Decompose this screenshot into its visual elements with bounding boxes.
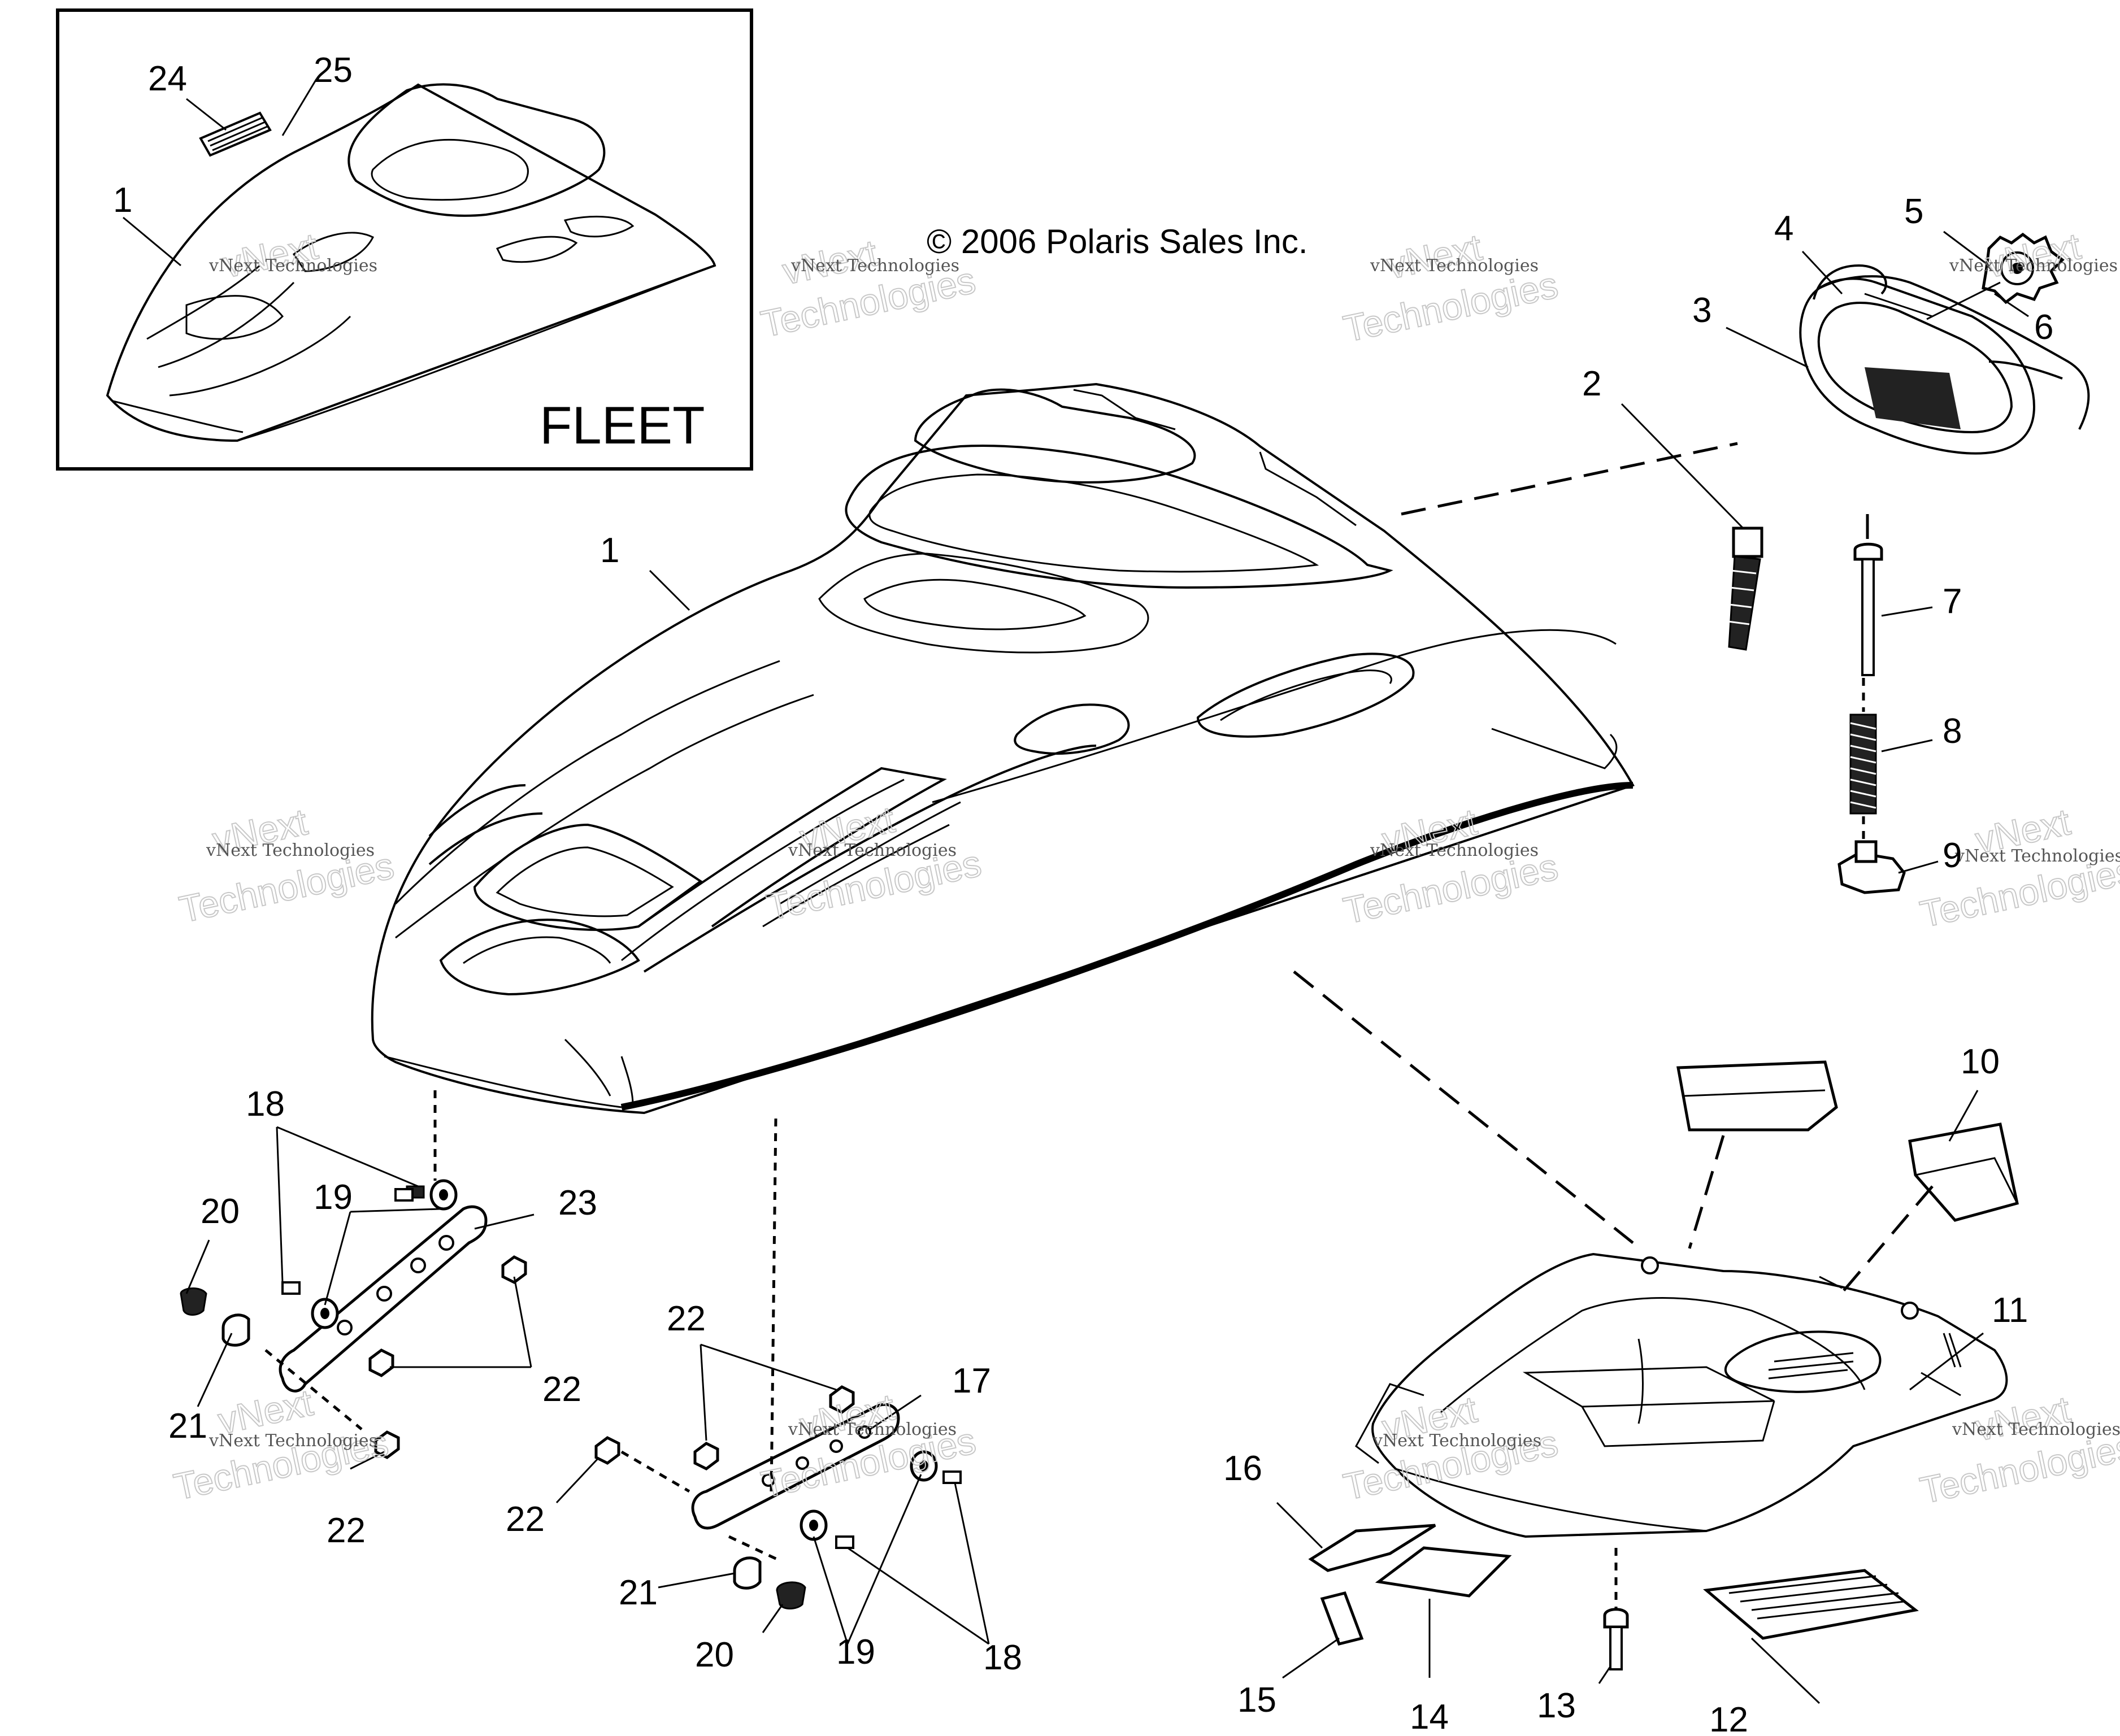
callout-2: 2 [1582, 364, 1601, 403]
callout-19-left: 19 [314, 1178, 353, 1217]
svg-text:vNext Technologies: vNext Technologies [790, 256, 959, 276]
watermark: vNext Technologies vNext Technologies [763, 798, 985, 929]
callout-25: 25 [314, 51, 353, 90]
part-24-decal [199, 111, 272, 157]
watermark: vNext Technologies vNext Technologies [1339, 225, 1562, 350]
svg-text:vNext Technologies: vNext Technologies [1949, 256, 2118, 276]
svg-text:vNext Technologies: vNext Technologies [1954, 846, 2120, 866]
copyright-notice: © 2006 Polaris Sales Inc. [927, 223, 1308, 260]
part-9-knob [1837, 840, 1906, 894]
part-15-decal [1320, 1591, 1364, 1646]
callout-labels: 1 24 25 1 2 3 4 5 6 7 8 9 10 11 12 13 14… [113, 51, 2053, 1736]
callout-7: 7 [1943, 582, 1962, 621]
callout-19-right: 19 [836, 1633, 875, 1672]
svg-text:vNext Technologies: vNext Technologies [1952, 1420, 2120, 1439]
part-1-hood [371, 382, 1635, 1115]
callout-20-right: 20 [695, 1635, 734, 1674]
watermark: vNext vNext Technologies [208, 224, 377, 286]
callout-11: 11 [1992, 1291, 2028, 1330]
callout-22-right-lower: 22 [506, 1500, 545, 1539]
watermark: vNext Technologies vNext Technologies [757, 1385, 980, 1506]
callout-1-inset: 1 [113, 181, 132, 220]
svg-text:vNext Technologies: vNext Technologies [1370, 841, 1539, 860]
callout-17: 17 [952, 1361, 991, 1400]
fleet-inset [56, 8, 753, 471]
callout-5: 5 [1904, 192, 1923, 231]
watermarks: vNext Technologies vNext Technologies vN… [170, 224, 2120, 1512]
svg-text:vNext Technologies: vNext Technologies [208, 1431, 377, 1451]
svg-text:vNext Technologies: vNext Technologies [788, 841, 957, 860]
left-fasteners [180, 1179, 527, 1459]
part-17-bracket [691, 1403, 900, 1530]
watermark: vNext Technologies vNext Technologies [175, 800, 398, 931]
svg-text:vNext Technologies: vNext Technologies [206, 841, 375, 860]
svg-text:vNext Technologies: vNext Technologies [788, 1420, 957, 1439]
part-13-bolt [1603, 1608, 1629, 1670]
callout-8: 8 [1943, 712, 1962, 751]
callout-22-right-upper: 22 [667, 1299, 706, 1338]
callout-3: 3 [1692, 291, 1711, 330]
part-3-windshield [1799, 275, 2090, 455]
part-16-decal [1308, 1524, 1436, 1572]
callout-12: 12 [1709, 1700, 1748, 1736]
svg-text:vNext Technologies: vNext Technologies [1370, 256, 1539, 276]
assembly-lines [264, 442, 1934, 1610]
callout-10: 10 [1961, 1042, 2000, 1081]
callout-21-left: 21 [168, 1407, 207, 1446]
part-10-pads [1676, 1060, 2019, 1222]
svg-text:Technologies: Technologies [1340, 264, 1561, 350]
inset-label: FLEET [540, 395, 705, 455]
callout-22-left-lower: 22 [327, 1511, 366, 1550]
callout-4: 4 [1774, 209, 1793, 248]
callout-15: 15 [1237, 1681, 1276, 1720]
part-14-decal [1375, 1546, 1512, 1598]
part-8-spring [1849, 713, 1877, 815]
svg-text:vNext: vNext [1982, 225, 2084, 285]
right-fasteners [594, 1385, 962, 1609]
svg-text:vNext Technologies: vNext Technologies [208, 256, 377, 276]
callout-18-left: 18 [246, 1085, 285, 1124]
callout-6: 6 [2034, 308, 2053, 347]
part-23-bracket [279, 1205, 488, 1393]
callout-21-right: 21 [619, 1573, 658, 1612]
part-11-belly-pan [1355, 1252, 2008, 1538]
callout-14: 14 [1410, 1698, 1449, 1736]
watermark: vNext Technologies vNext Technologies [1339, 1387, 1562, 1508]
inset-hood [106, 83, 716, 442]
part-4-seal [1813, 264, 1933, 317]
watermark: vNext Technologies vNext Technologies [1916, 1387, 2120, 1512]
svg-text:vNext: vNext [219, 225, 321, 285]
callout-16: 16 [1223, 1449, 1262, 1488]
svg-text:vNext: vNext [1972, 1388, 2074, 1448]
part-5-6-knob [1982, 232, 2065, 304]
callout-22-left-upper: 22 [542, 1370, 581, 1409]
svg-text:vNext Technologies: vNext Technologies [1372, 1431, 1541, 1451]
part-2-bumper [1727, 527, 1763, 651]
callout-18-right: 18 [983, 1638, 1022, 1677]
callout-24: 24 [148, 59, 187, 98]
callout-20-left: 20 [201, 1192, 240, 1231]
callout-13: 13 [1537, 1686, 1576, 1725]
leader-lines [123, 216, 2029, 1704]
part-7-pin [1853, 542, 1883, 676]
callout-9: 9 [1943, 836, 1962, 875]
part-12-grille [1703, 1569, 1919, 1640]
callout-1: 1 [600, 531, 619, 570]
callout-23: 23 [558, 1184, 597, 1222]
